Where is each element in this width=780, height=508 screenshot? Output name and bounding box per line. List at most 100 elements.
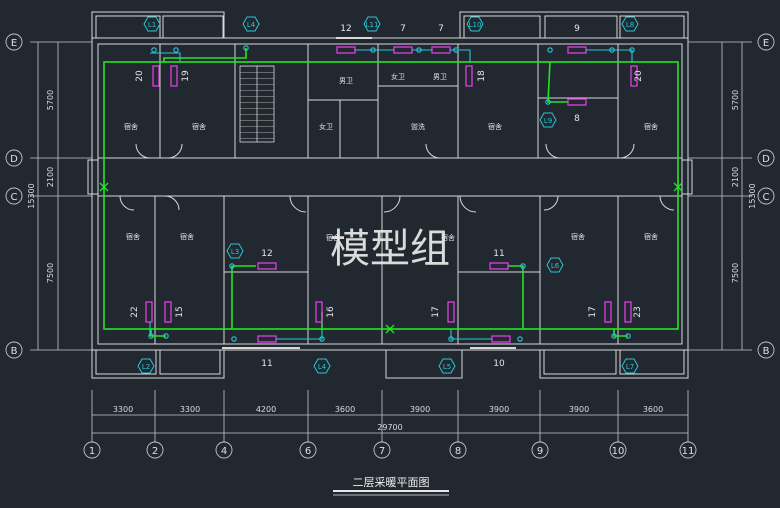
riser-label: L9 xyxy=(544,117,552,125)
riser-label: L3 xyxy=(231,248,239,256)
radiator-number: 12 xyxy=(261,249,272,259)
dimension-label: 3300 xyxy=(180,405,200,414)
riser-tag xyxy=(621,16,639,32)
axis-bubble xyxy=(757,187,775,205)
axis-bubble xyxy=(531,441,549,459)
plan-title: 二层采暖平面图 xyxy=(353,476,430,489)
axis-bubble xyxy=(5,33,23,51)
riser-label: L6 xyxy=(551,262,560,270)
riser-tag xyxy=(242,16,260,32)
dimension-lines xyxy=(30,41,752,441)
room-label: 女卫 xyxy=(391,72,405,81)
axis-bubble xyxy=(146,441,164,459)
dimension-label-right: 5700 xyxy=(731,90,740,110)
room-label: 宿舍 xyxy=(571,232,585,241)
radiator-number: 20 xyxy=(634,70,644,82)
dimension-label-left: 2100 xyxy=(46,167,55,187)
axis-bubble xyxy=(757,149,775,167)
radiator-number: 11 xyxy=(493,249,504,259)
room-label: 宿舍 xyxy=(644,232,658,241)
axis-label-row-right: B xyxy=(763,346,770,357)
dimension-label: 3600 xyxy=(643,405,663,414)
dimension-label: 3900 xyxy=(489,405,509,414)
radiator-number: 10 xyxy=(493,359,505,369)
axis-label-column: 6 xyxy=(305,446,311,457)
radiator-number: 17 xyxy=(588,306,598,317)
room-label: 男卫 xyxy=(339,77,353,85)
room-label: 宿舍 xyxy=(124,122,138,131)
axis-bubble xyxy=(757,341,775,359)
axis-bubble xyxy=(215,441,233,459)
riser-tag xyxy=(313,358,331,374)
axis-bubble xyxy=(609,441,627,459)
riser-tag xyxy=(438,358,456,374)
room-label: 宿舍 xyxy=(326,233,340,242)
axis-label-row-left: B xyxy=(11,346,18,357)
radiator-connections xyxy=(149,49,633,340)
riser-label: L4 xyxy=(318,363,327,371)
riser-label: L7 xyxy=(626,363,634,371)
axis-label-row-right: D xyxy=(762,154,770,165)
radiator-number: 9 xyxy=(574,24,580,34)
radiator-number: 19 xyxy=(181,70,191,82)
riser-label: L2 xyxy=(142,363,150,371)
room-label: 宿舍 xyxy=(441,233,455,242)
riser-label: L10 xyxy=(469,21,482,29)
riser-tag xyxy=(539,112,557,128)
riser-label: L5 xyxy=(443,363,451,371)
dimension-label: 3600 xyxy=(335,405,355,414)
axis-bubble xyxy=(449,441,467,459)
room-label: 盥洗 xyxy=(411,122,425,131)
radiator-number: 8 xyxy=(574,114,580,124)
axis-label-column: 1 xyxy=(89,446,95,457)
pipe-cross-markers xyxy=(99,182,683,334)
radiator-number: 11 xyxy=(261,359,272,369)
room-label: 宿舍 xyxy=(180,232,194,241)
radiator-valves xyxy=(148,45,635,342)
dimension-total-left: 15300 xyxy=(27,183,36,208)
radiator-number: 23 xyxy=(633,306,643,317)
axis-bubble xyxy=(83,441,101,459)
dimension-label: 4200 xyxy=(256,405,276,414)
riser-tag xyxy=(621,358,639,374)
axis-bubble xyxy=(5,341,23,359)
heating-pipe xyxy=(103,48,679,337)
room-label: 宿舍 xyxy=(126,232,140,241)
axis-label-row-right: E xyxy=(763,38,769,49)
radiator-number: 22 xyxy=(130,306,140,317)
radiators xyxy=(145,46,638,343)
axis-bubble xyxy=(679,441,697,459)
dimension-label-left: 7500 xyxy=(46,263,55,283)
riser-label: L1 xyxy=(148,21,156,29)
axis-label-column: 4 xyxy=(221,446,227,457)
axis-bubble xyxy=(757,33,775,51)
radiator-number: 15 xyxy=(175,306,185,317)
axis-label-row-left: E xyxy=(11,38,17,49)
riser-tag xyxy=(226,243,244,259)
axis-bubble xyxy=(5,187,23,205)
watermark: 模型组 xyxy=(330,226,450,272)
room-label: 宿舍 xyxy=(644,122,658,131)
dimension-label: 3300 xyxy=(113,405,133,414)
radiator-number: 18 xyxy=(477,70,487,82)
room-label: 男卫 xyxy=(433,73,447,81)
dimension-total-right: 15300 xyxy=(748,183,757,208)
dimension-label-left: 5700 xyxy=(46,90,55,110)
room-label: 宿舍 xyxy=(488,122,502,131)
axis-label-column: 10 xyxy=(612,446,625,457)
room-label: 女卫 xyxy=(319,122,333,131)
radiator-number: 16 xyxy=(326,306,336,318)
axis-label-row-left: D xyxy=(10,154,18,165)
riser-tag xyxy=(363,16,381,32)
dimension-label-right: 2100 xyxy=(731,167,740,187)
axis-label-row-right: C xyxy=(763,192,770,203)
riser-label: L8 xyxy=(626,21,634,29)
riser-tag xyxy=(466,16,484,32)
dimension-label-right: 7500 xyxy=(731,263,740,283)
axis-label-column: 7 xyxy=(379,446,385,457)
axis-label-column: 8 xyxy=(455,446,461,457)
axis-label-column: 2 xyxy=(152,446,158,457)
